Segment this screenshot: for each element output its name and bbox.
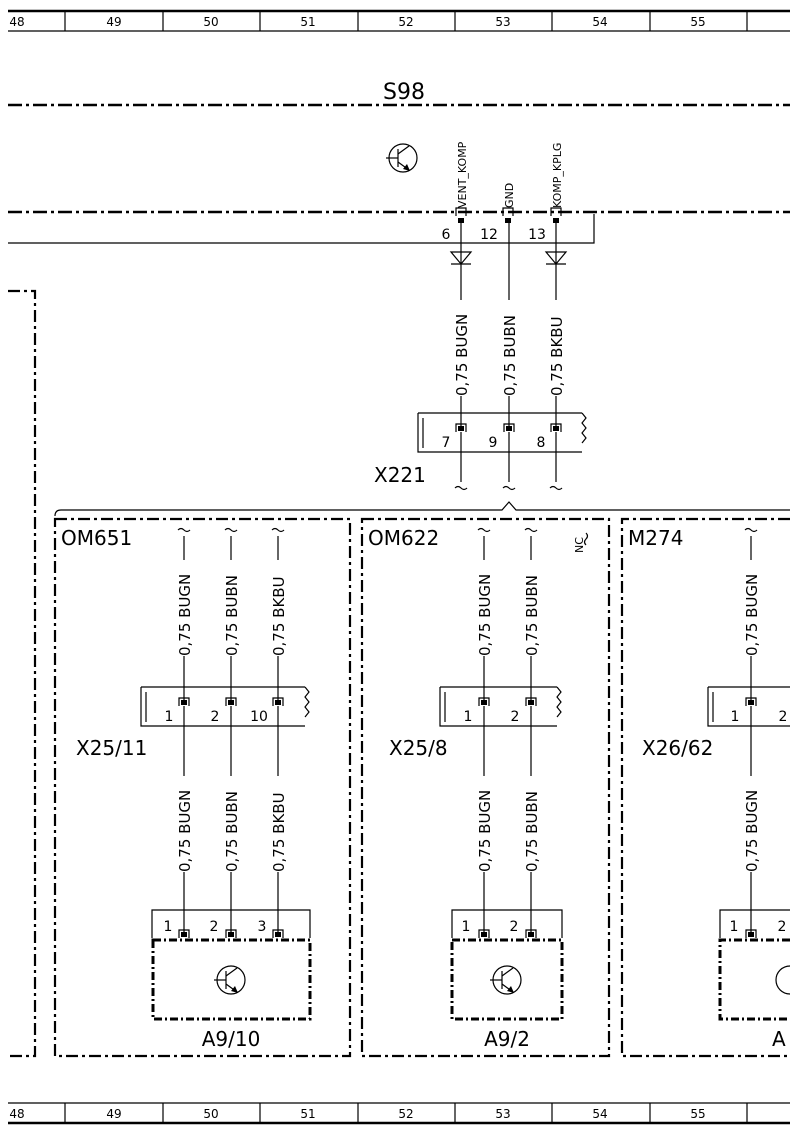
- connector-name: X26/62: [642, 736, 713, 760]
- pin-number: 8: [537, 435, 546, 451]
- transistor-icon: [214, 965, 246, 995]
- wire-label: 0,75 BUGN: [743, 574, 761, 656]
- connector-name: X25/11: [76, 736, 147, 760]
- left-enclosure: [8, 289, 37, 1058]
- transistor-icon: [386, 143, 418, 173]
- wire-label: 0,75 BUGN: [743, 790, 761, 872]
- pin-number: 1: [464, 709, 473, 725]
- wires-lower: 0,75 BUGN 0,75 BUBN: [473, 706, 542, 932]
- pin-number: 1: [165, 709, 174, 725]
- pin-number: 1: [730, 919, 739, 935]
- pin-number: 9: [489, 435, 498, 451]
- variant-om622: OM622 NC 0,75 BUGN 0,75 BUBN 1 2 X25/8: [360, 517, 611, 1058]
- wire-label: 0,75 BKBU: [270, 792, 288, 872]
- variant-brace: [54, 501, 790, 517]
- connector-name: X221: [374, 463, 426, 487]
- wire-label: 0,75 BUGN: [476, 790, 494, 872]
- pin-number: 12: [480, 227, 498, 243]
- grid-label: 51: [300, 1107, 315, 1121]
- pin-number: 1: [462, 919, 471, 935]
- pin-number: 2: [511, 709, 520, 725]
- wire-label: 0,75 BUBN: [223, 791, 241, 872]
- signal-label: VENT_KOMP: [456, 141, 469, 208]
- pin-number: 1: [731, 709, 740, 725]
- wire-label: 0,75 BUBN: [523, 791, 541, 872]
- wires-lower: 0,75 BUGN 0,75 BUBN 0,75 BKBU: [173, 706, 289, 932]
- pin-number: 13: [528, 227, 546, 243]
- connector-x26-62: 1 2 X26/62: [642, 686, 790, 760]
- device-name: A9/2: [484, 1027, 530, 1051]
- device-a9-2: 1 2 A9/2: [450, 909, 564, 1051]
- grid-label: 53: [495, 15, 510, 29]
- grid-label: 54: [592, 15, 607, 29]
- device-name: A9/10: [202, 1027, 261, 1051]
- engine-name: OM622: [368, 526, 439, 550]
- grid-label: 55: [690, 1107, 705, 1121]
- wire-label: 0,75 BUGN: [176, 574, 194, 656]
- pin-number: 2: [211, 709, 220, 725]
- wire-label: 0,75 BKBU: [270, 576, 288, 656]
- pin-number: 2: [210, 919, 219, 935]
- ruler-ticks: [64, 11, 748, 31]
- transistor-icon: [775, 965, 791, 995]
- wire-label: 0,75 BUBN: [523, 575, 541, 656]
- s98-pins: [455, 207, 562, 223]
- variant-m274: M274 0,75 BUGN 1 2 X26/62 0,75 BUGN 1 2: [620, 517, 791, 1058]
- pin-number: 1: [164, 919, 173, 935]
- pin-number: 7: [442, 435, 451, 451]
- pin-number: 2: [779, 709, 788, 725]
- grid-label: 52: [398, 1107, 413, 1121]
- grid-label: 51: [300, 15, 315, 29]
- wire-label: 0,75 BUBN: [223, 575, 241, 656]
- wire-label: 0,75 BUBN: [501, 315, 519, 396]
- wires-upper: 0,75 BUGN 0,75 BUBN: [473, 527, 542, 700]
- pin-number: 6: [442, 227, 451, 243]
- pin-number: 2: [510, 919, 519, 935]
- pin-number: 3: [258, 919, 267, 935]
- wires-top: 0,75 BUGN 0,75 BUBN 0,75 BKBU: [449, 223, 568, 430]
- connector-x25-11: 1 2 10 X25/11: [76, 686, 310, 760]
- s98-module: S98 VENT_KOMP GND KOMP_KPLG 6 12 13: [8, 80, 790, 244]
- grid-label: 55: [690, 15, 705, 29]
- diode-icon: [544, 251, 568, 265]
- wire-label: 0,75 BUGN: [176, 790, 194, 872]
- wire-label: 0,75 BUGN: [476, 574, 494, 656]
- signal-label: GND: [503, 183, 516, 208]
- grid-label: 50: [203, 1107, 218, 1121]
- variant-om651: OM651 0,75 BUGN 0,75 BUBN 0,75 BKBU 1: [53, 517, 352, 1058]
- wire-break-icon: [454, 485, 563, 491]
- grid-label: 54: [592, 1107, 607, 1121]
- pin-number: 10: [250, 709, 268, 725]
- wire-label: 0,75 BUGN: [453, 314, 471, 396]
- grid-label: 52: [398, 15, 413, 29]
- grid-label: 49: [106, 1107, 121, 1121]
- grid-label: 48: [9, 1107, 24, 1121]
- device-a-partial: 1 2 A: [718, 909, 791, 1051]
- pin-number: 2: [778, 919, 787, 935]
- wires-upper: 0,75 BUGN: [740, 527, 762, 700]
- transistor-icon: [490, 965, 522, 995]
- connector-name: X25/8: [389, 736, 448, 760]
- connector-x25-8: 1 2 X25/8: [389, 686, 562, 760]
- nc-label: NC: [573, 537, 586, 553]
- grid-label: 49: [106, 15, 121, 29]
- signal-label: KOMP_KPLG: [551, 143, 564, 208]
- device-name: A: [772, 1027, 786, 1051]
- wires-lower: 0,75 BUGN: [740, 706, 762, 932]
- diode-icon: [449, 251, 473, 265]
- grid-ruler-bottom: 48 49 50 51 52 53 54 55: [8, 1102, 790, 1125]
- wires-upper: 0,75 BUGN 0,75 BUBN 0,75 BKBU: [173, 527, 289, 700]
- engine-name: OM651: [61, 526, 132, 550]
- grid-ruler-top: 48 49 50 51 52 53 54 55: [8, 9, 790, 32]
- engine-name: M274: [628, 526, 683, 550]
- connector-x221: 7 9 8 X221: [374, 412, 587, 491]
- module-name: S98: [383, 80, 425, 105]
- grid-label: 50: [203, 15, 218, 29]
- device-a9-10: 1 2 3 A9/10: [151, 909, 312, 1051]
- wire-label: 0,75 BKBU: [548, 316, 566, 396]
- ruler-ticks: [64, 1103, 748, 1123]
- grid-label: 48: [9, 15, 24, 29]
- grid-label: 53: [495, 1107, 510, 1121]
